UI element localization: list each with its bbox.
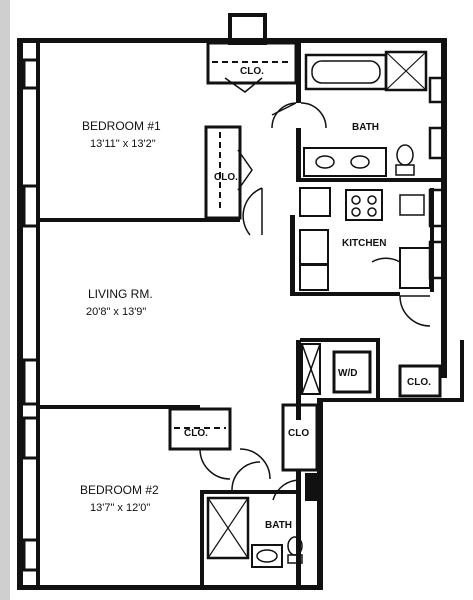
bedroom1-name: BEDROOM #1: [82, 119, 161, 133]
closet-entry: CLO.: [398, 364, 442, 398]
bedroom2-dims: 13'7" x 12'0": [90, 502, 150, 514]
closet-hall: CLO: [281, 403, 319, 501]
closet-bedroom2-top: CLO.: [168, 407, 232, 451]
closet-label: CLO.: [240, 66, 264, 77]
washer-dryer: W/D: [301, 343, 372, 395]
bath2-label: BATH: [265, 520, 292, 531]
interior-walls: [40, 43, 441, 585]
closet-bedroom1-top: CLO.: [206, 41, 298, 93]
closet-label: CLO.: [407, 377, 431, 388]
door-swings: [199, 102, 431, 501]
bath1-label: BATH: [352, 122, 379, 133]
wd-label: W/D: [338, 368, 357, 379]
kitchen-fixtures: KITCHEN: [299, 187, 434, 292]
closet-label: CLO.: [214, 172, 238, 183]
living-name: LIVING RM.: [88, 287, 153, 301]
room-labels: BEDROOM #1 13'11" x 13'2" LIVING RM. 20'…: [80, 119, 161, 514]
closet-bedroom1-side: CLO.: [204, 125, 253, 220]
left-window-piers: [22, 58, 40, 572]
page-edge: [0, 0, 10, 600]
bedroom1-dims: 13'11" x 13'2": [90, 138, 156, 150]
living-dims: 20'8" x 13'9": [86, 306, 146, 318]
bath1-fixtures: BATH: [303, 50, 428, 177]
closet-label: CLO.: [184, 428, 208, 439]
right-window-boxes: [428, 76, 446, 280]
closet-label: CLO: [288, 428, 309, 439]
kitchen-label: KITCHEN: [342, 238, 386, 249]
bath2-fixtures: BATH: [206, 496, 303, 568]
bedroom2-name: BEDROOM #2: [80, 483, 159, 497]
